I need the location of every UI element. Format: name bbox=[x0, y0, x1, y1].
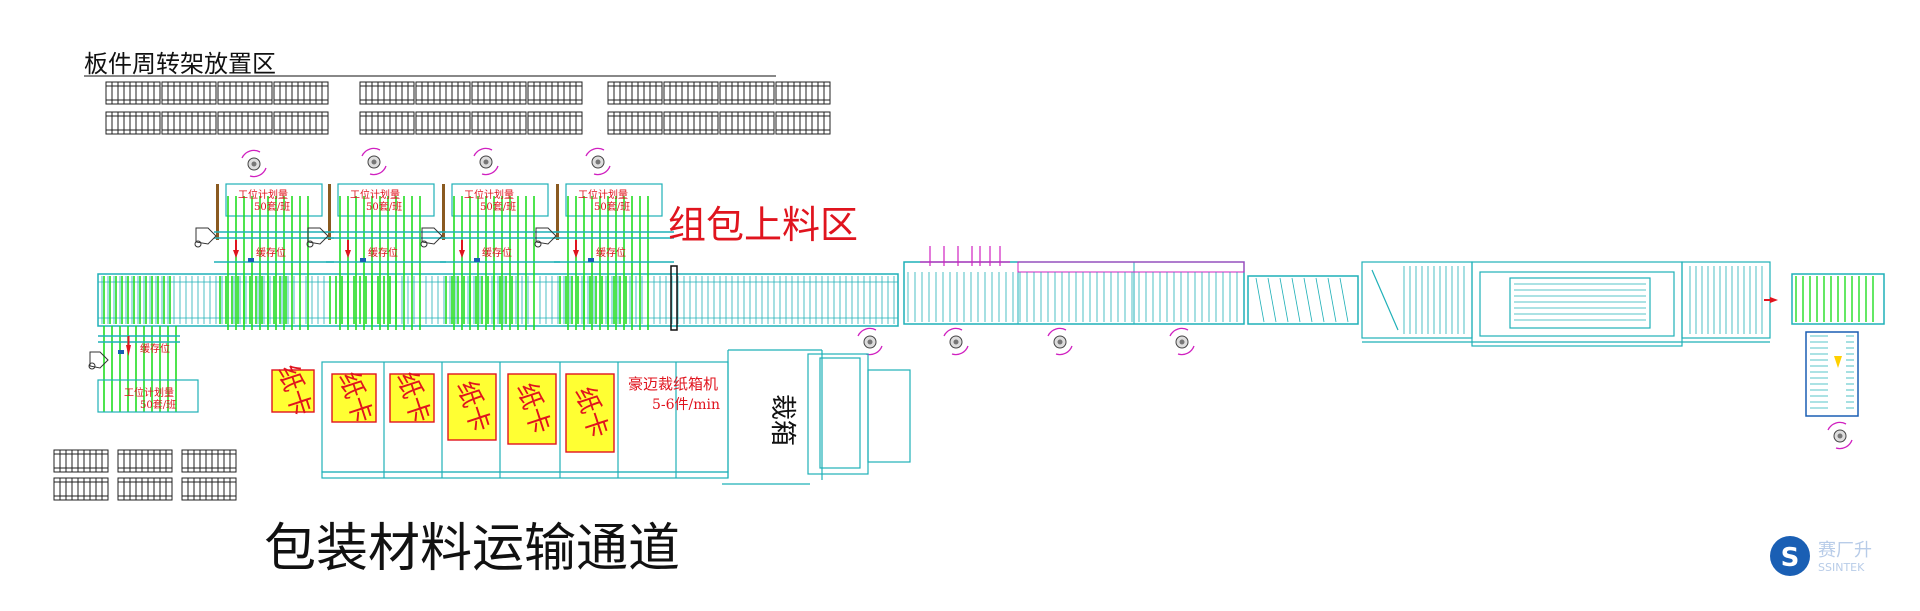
logo-subtext: SSINTEK bbox=[1818, 561, 1865, 574]
rack bbox=[719, 111, 775, 135]
robot bbox=[473, 147, 499, 176]
rack bbox=[415, 81, 471, 105]
rack bbox=[527, 111, 583, 135]
station-plan-line2: 50套/班 bbox=[254, 200, 290, 213]
machine-speed: 5-6件/min bbox=[652, 397, 720, 413]
rack bbox=[161, 81, 217, 105]
robot bbox=[585, 147, 611, 176]
station-buffer-label: 缓存位 bbox=[482, 246, 512, 259]
rack bbox=[117, 449, 173, 473]
green-roller-blocks bbox=[103, 276, 627, 324]
rack bbox=[161, 111, 217, 135]
station-buffer-label: 缓存位 bbox=[256, 246, 286, 259]
cardboard-stack: 纸卡 bbox=[565, 373, 615, 453]
packing-machine bbox=[1361, 261, 1771, 347]
rack bbox=[273, 111, 329, 135]
rack bbox=[471, 81, 527, 105]
left-plan-line2: 50套/班 bbox=[140, 398, 176, 411]
rack bbox=[415, 111, 471, 135]
rack bbox=[105, 81, 161, 105]
pack-area-label: 组包上料区 bbox=[668, 203, 858, 247]
rack-group-top bbox=[105, 81, 831, 135]
robot bbox=[1827, 421, 1853, 450]
robot-group bbox=[241, 147, 1853, 450]
rack bbox=[775, 111, 831, 135]
rack bbox=[53, 477, 109, 501]
svg-text:S: S bbox=[1781, 543, 1800, 573]
station-plan-line2: 50套/班 bbox=[366, 200, 402, 213]
rack bbox=[117, 477, 173, 501]
cardboard-stack: 纸卡 bbox=[389, 368, 435, 427]
station-plan-line2: 50套/班 bbox=[480, 200, 516, 213]
rack bbox=[53, 449, 109, 473]
cut-box-label: 裁箱 bbox=[767, 394, 797, 446]
rack bbox=[775, 81, 831, 105]
rack bbox=[273, 81, 329, 105]
machine-name: 豪迈裁纸箱机 bbox=[628, 375, 718, 393]
rack bbox=[105, 111, 161, 135]
station-plan-line1: 工位计划量 bbox=[350, 188, 400, 201]
station-plan-line1: 工位计划量 bbox=[464, 188, 514, 201]
station-plan-line1: 工位计划量 bbox=[238, 188, 288, 201]
robot bbox=[1047, 327, 1073, 356]
rack-area-title: 板件周转架放置区 bbox=[84, 50, 276, 78]
workstation-left: 缓存位 工位计划量 50套/班 bbox=[88, 326, 199, 413]
rack bbox=[607, 111, 663, 135]
cardboard-stack: 纸卡 bbox=[447, 373, 497, 441]
station-buffer-label: 缓存位 bbox=[596, 246, 626, 259]
cardboard-stack: 纸卡 bbox=[507, 373, 557, 445]
left-plan-line1: 工位计划量 bbox=[124, 386, 174, 399]
robot bbox=[943, 327, 969, 356]
channel-label: 包装材料运输通道 bbox=[264, 519, 680, 579]
rack-group-bottom bbox=[53, 449, 237, 501]
robot bbox=[361, 147, 387, 176]
rack bbox=[217, 81, 273, 105]
rack bbox=[359, 81, 415, 105]
main-conveyor bbox=[97, 273, 899, 327]
rack bbox=[663, 111, 719, 135]
cardboard-stack: 纸卡 bbox=[331, 368, 377, 427]
cardboard-conveyor bbox=[321, 349, 911, 485]
rack bbox=[181, 449, 237, 473]
station-plan-line1: 工位计划量 bbox=[578, 188, 628, 201]
rack bbox=[359, 111, 415, 135]
cardboard-stack-group: 纸卡纸卡纸卡纸卡纸卡纸卡 bbox=[271, 361, 615, 453]
logo-text: 赛厂升 bbox=[1818, 540, 1872, 561]
rack bbox=[527, 81, 583, 105]
robot bbox=[1169, 327, 1195, 356]
out-conveyor bbox=[1764, 273, 1885, 417]
separator-post bbox=[670, 265, 678, 331]
conveyor-section-2 bbox=[903, 246, 1359, 325]
workstation-group: 工位计划量50套/班缓存位工位计划量50套/班缓存位工位计划量50套/班缓存位工… bbox=[194, 183, 674, 330]
robot bbox=[241, 149, 267, 178]
rack bbox=[471, 111, 527, 135]
rack bbox=[607, 81, 663, 105]
cardboard-stack: 纸卡 bbox=[271, 361, 316, 420]
rack bbox=[217, 111, 273, 135]
rack bbox=[719, 81, 775, 105]
robot bbox=[857, 327, 883, 356]
company-logo: S 赛厂升 SSINTEK bbox=[1770, 536, 1872, 576]
left-buffer-label: 缓存位 bbox=[140, 342, 170, 355]
rack bbox=[663, 81, 719, 105]
station-buffer-label: 缓存位 bbox=[368, 246, 398, 259]
rack bbox=[181, 477, 237, 501]
station-plan-line2: 50套/班 bbox=[594, 200, 630, 213]
